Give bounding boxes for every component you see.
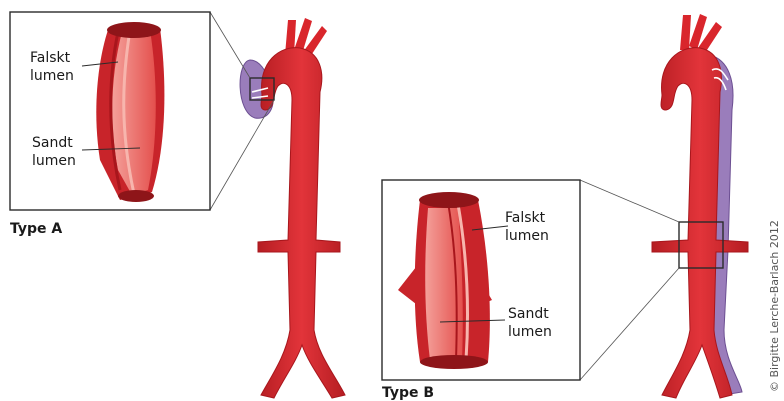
- inset-type-a: Falskt lumen Sandt lumen: [10, 12, 210, 210]
- true-lumen-label-type-a-line2: lumen: [32, 153, 76, 169]
- false-lumen-label-type-b-line2: lumen: [505, 228, 549, 244]
- false-lumen-label-type-a-line1: Falskt: [30, 50, 71, 66]
- aorta-body-type-b: [652, 48, 748, 398]
- false-lumen-label-type-b-line1: Falskt: [505, 210, 546, 226]
- inset-type-b: Falskt lumen Sandt lumen: [382, 180, 580, 380]
- true-lumen-label-type-b-line2: lumen: [508, 324, 552, 340]
- aorta-type-b: [580, 14, 748, 398]
- copyright-credit: © Birgitte Lerche-Barlach 2012: [768, 220, 781, 392]
- true-lumen-label-type-a-line1: Sandt: [32, 135, 73, 151]
- caption-type-b: Type B: [382, 385, 434, 401]
- false-lumen-label-type-a-line2: lumen: [30, 68, 74, 84]
- true-lumen-label-type-b-line1: Sandt: [508, 306, 549, 322]
- aorta-type-a: [210, 12, 345, 398]
- caption-type-a: Type A: [10, 221, 62, 237]
